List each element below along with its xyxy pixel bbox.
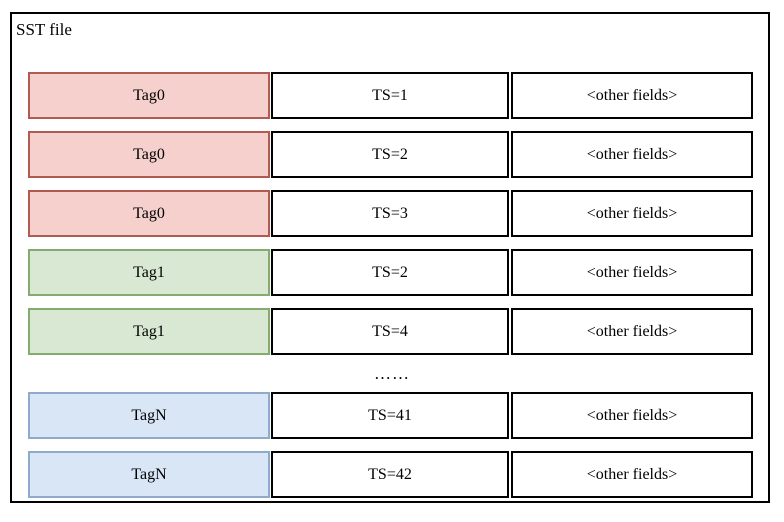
record-other-fields-cell: <other fields> [511,308,753,355]
record-tag-cell: Tag0 [28,131,270,178]
record-other-fields-cell: <other fields> [511,190,753,237]
record-timestamp-cell: TS=42 [271,451,509,498]
record-timestamp-cell: TS=4 [271,308,509,355]
record-tag-cell: Tag1 [28,308,270,355]
sst-file-label: SST file [16,20,72,39]
record-other-fields-cell: <other fields> [511,72,753,119]
record-other-fields-cell: <other fields> [511,131,753,178]
record-timestamp-cell: TS=3 [271,190,509,237]
record-tag-cell: TagN [28,392,270,439]
record-tag-cell: Tag0 [28,190,270,237]
record-tag-cell: Tag1 [28,249,270,296]
record-timestamp-cell: TS=2 [271,131,509,178]
record-other-fields-cell: <other fields> [511,451,753,498]
record-tag-cell: Tag0 [28,72,270,119]
record-tag-cell: TagN [28,451,270,498]
record-timestamp-cell: TS=41 [271,392,509,439]
rows-ellipsis: …… [374,364,410,383]
record-other-fields-cell: <other fields> [511,249,753,296]
record-timestamp-cell: TS=2 [271,249,509,296]
record-other-fields-cell: <other fields> [511,392,753,439]
record-timestamp-cell: TS=1 [271,72,509,119]
